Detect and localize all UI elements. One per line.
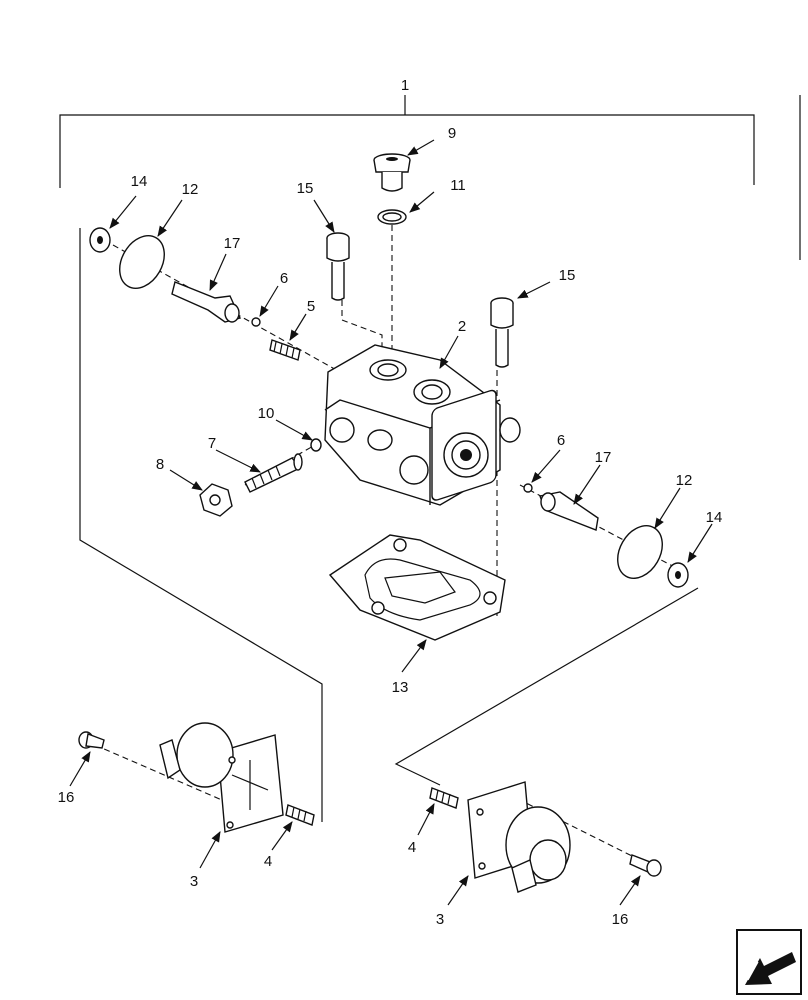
ball-right [523,483,533,493]
page-arrow-icon[interactable] [736,929,802,995]
leader-lines [69,139,713,906]
spring-lower [244,453,303,493]
label-3-left: 3 [190,873,198,890]
label-9: 9 [448,125,456,142]
cap-screw-right [490,297,514,368]
label-14-left: 14 [131,173,148,190]
label-15-right: 15 [559,267,576,284]
label-7: 7 [208,435,216,452]
label-10: 10 [258,405,275,422]
valve-body [324,344,521,506]
label-16-left: 16 [58,789,75,806]
label-14-right: 14 [706,509,723,526]
washer-right [667,562,689,588]
label-12-right: 12 [676,472,693,489]
label-6-left: 6 [280,270,288,287]
assembly-bracket [59,95,801,260]
stud-right [429,787,459,809]
solenoid-right [467,781,571,893]
label-4-right: 4 [408,839,416,856]
screw-right [629,854,662,877]
label-17-left: 17 [224,235,241,252]
label-5: 5 [307,298,315,315]
part-labels: 1 9 11 15 15 2 14 12 17 6 5 10 7 8 6 17 … [58,77,723,928]
gasket [328,534,506,641]
screw-left [78,731,105,749]
valve-cartridge-left [171,281,241,323]
plug-part [373,153,411,192]
label-8: 8 [156,456,164,473]
ball-left [251,317,261,327]
o-ring-right [617,525,663,579]
label-13: 13 [392,679,409,696]
label-17-right: 17 [595,449,612,466]
o-ring-tiny [310,438,322,452]
washer-left [89,227,111,253]
group-outline-left [79,228,323,822]
label-16-right: 16 [612,911,629,928]
label-4-left: 4 [264,853,272,870]
label-11: 11 [450,177,466,194]
spring-upper [269,339,301,361]
o-ring-left [119,235,165,289]
label-2: 2 [458,318,466,335]
group-outline-right [394,587,699,786]
label-1: 1 [401,77,409,94]
solenoid-left [159,722,284,833]
label-15-left: 15 [297,180,314,197]
cap-screw-left [326,232,350,301]
stud-left [285,804,315,826]
label-12-left: 12 [182,181,199,198]
o-ring-small [377,209,407,225]
label-3-right: 3 [436,911,444,928]
nut [199,483,233,517]
valve-cartridge-right [539,491,599,531]
label-6-right: 6 [557,432,565,449]
